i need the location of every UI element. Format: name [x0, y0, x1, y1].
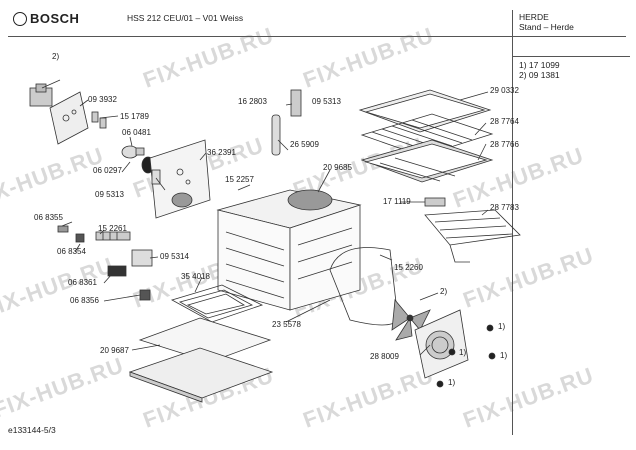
part-label: 2): [52, 52, 60, 61]
bracket-part: [290, 89, 302, 117]
notes-divider: [512, 10, 513, 435]
screw-part: [75, 233, 85, 243]
part-label: 28 7783: [490, 203, 519, 212]
top-heating-element-part: [424, 209, 521, 263]
part-label: 15 2257: [225, 175, 254, 184]
part-label: 17 1119: [383, 197, 411, 206]
part-label: 06 8361: [68, 278, 97, 287]
part-label: 36 2391: [207, 148, 236, 157]
screw-part: [57, 225, 69, 233]
brand-logo-icon: [13, 12, 27, 26]
document-id: e133144-5/3: [8, 425, 56, 435]
bottom-heating-element-part: [170, 284, 264, 323]
terminal-block-part: [95, 231, 131, 241]
part-label: 15 2260: [394, 263, 423, 272]
part-label: 15 1789: [120, 112, 149, 121]
part-label: 16 2803: [238, 97, 267, 106]
part-label: 1): [498, 322, 506, 331]
header-divider: [8, 36, 626, 37]
part-label: 09 3932: [88, 95, 117, 104]
part-label: 29 0332: [490, 86, 519, 95]
part-label: 1): [448, 378, 456, 387]
control-panel-part: [149, 139, 211, 219]
part-label: 06 0481: [122, 128, 151, 137]
part-label: 20 9685: [323, 163, 352, 172]
selector-switch-part: [29, 83, 53, 107]
clip-part: [91, 111, 99, 123]
part-label: 28 7764: [490, 117, 519, 126]
part-label: 1): [459, 348, 467, 357]
tube-part: [271, 114, 281, 156]
oven-cavity-part: [216, 189, 362, 311]
part-label: 35 4018: [181, 272, 210, 281]
part-label: 28 8009: [370, 352, 399, 361]
part-label: 2): [440, 287, 448, 296]
clip-part: [99, 117, 107, 129]
part-label: 09 5314: [160, 252, 189, 261]
part-label: 06 8356: [70, 296, 99, 305]
notes-top-divider: [512, 56, 630, 57]
control-knob-part: [121, 145, 145, 159]
screw-icon: [488, 352, 496, 360]
relay-part: [151, 169, 161, 185]
part-label: 15 2261: [98, 224, 127, 233]
switch-part: [131, 249, 153, 267]
baking-tray-part: [358, 89, 492, 133]
screw-icon: [436, 380, 444, 388]
model-title: HSS 212 CEU/01 – V01 Weiss: [127, 13, 244, 23]
category-subtitle: Stand – Herde: [519, 22, 574, 32]
footnote-1: 1) 17 1099: [519, 60, 560, 70]
part-label: 20 9687: [100, 346, 129, 355]
part-label: 23 5578: [272, 320, 301, 329]
bracket-part: [424, 197, 446, 207]
screw-icon: [486, 324, 494, 332]
part-label: 09 5313: [95, 190, 124, 199]
part-label: 28 7766: [490, 140, 519, 149]
part-label: 06 8354: [57, 247, 86, 256]
relay-part: [107, 265, 127, 277]
fan-blade-part: [391, 299, 431, 341]
grill-tray-part: [360, 139, 494, 183]
brand-logo: BOSCH: [30, 11, 80, 26]
part-label: 09 5313: [312, 97, 341, 106]
part-label: 06 8355: [34, 213, 63, 222]
category-title: HERDE: [519, 12, 549, 22]
control-bracket-part: [49, 91, 89, 145]
footnote-2: 2) 09 1381: [519, 70, 560, 80]
part-label: 26 5909: [290, 140, 319, 149]
connector-part: [139, 289, 151, 301]
door-gasket-part: [329, 247, 399, 326]
fan-cover-part: [414, 309, 469, 379]
bottom-plate-part: [128, 317, 274, 403]
part-label: 1): [500, 351, 508, 360]
screw-icon: [448, 348, 456, 356]
part-label: 06 0297: [93, 166, 122, 175]
